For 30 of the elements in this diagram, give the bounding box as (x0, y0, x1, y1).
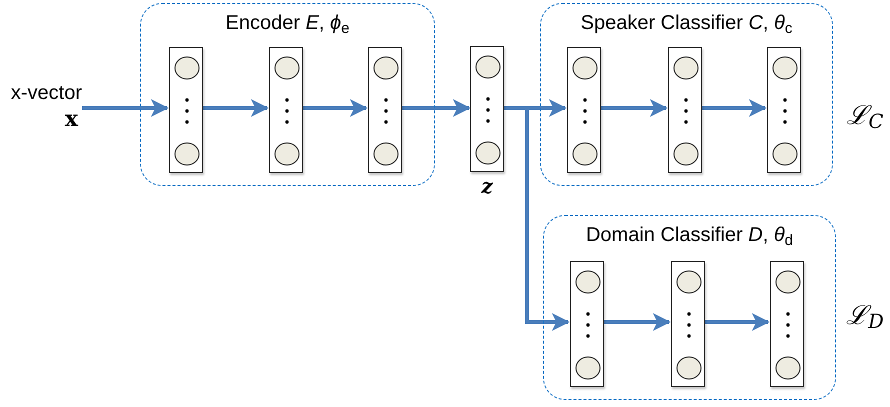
input-symbol: x (64, 106, 80, 132)
layer-box (668, 47, 702, 173)
arrow (82, 99, 169, 117)
loss-symbol: ℒ$_{C}$ (846, 100, 884, 136)
layer-box (368, 47, 402, 173)
layer-box (269, 47, 303, 173)
layer-box (770, 261, 804, 387)
group-box (540, 3, 833, 186)
latent-symbol: z (481, 173, 493, 200)
layer-box (767, 47, 801, 173)
layer-box (567, 47, 601, 173)
group-box (543, 215, 836, 400)
group-title: Domain Classifier D, θ$_{d}$ (586, 223, 794, 250)
arrow (603, 313, 671, 331)
arrow (302, 99, 368, 117)
input-label: x-vector (10, 81, 82, 106)
group-title: Encoder E, ϕ$_{e}$ (226, 11, 350, 38)
layer-box (169, 47, 203, 173)
arrow (704, 313, 770, 331)
arrow (202, 99, 269, 117)
group-title: Speaker Classifier C, θ$_{c}$ (580, 11, 792, 38)
layer-box (470, 46, 504, 172)
arrow (504, 106, 570, 331)
arrow (401, 99, 471, 117)
group-box (140, 3, 435, 186)
loss-symbol: ℒ$_{D}$ (846, 300, 884, 336)
arrow (701, 99, 767, 117)
arrow (600, 99, 668, 117)
layer-box (671, 261, 705, 387)
layer-box (570, 261, 604, 387)
